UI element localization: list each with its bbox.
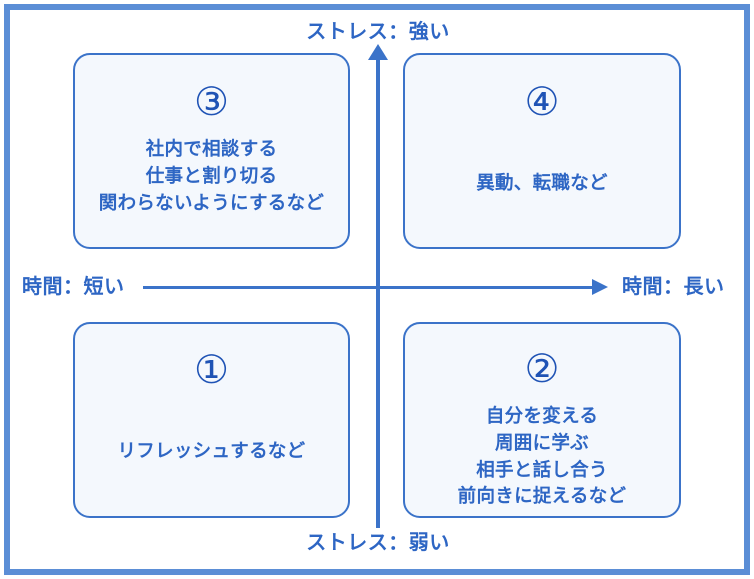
axis-label-time-long: 時間：長い bbox=[622, 276, 725, 298]
quadrant-text-2: 自分を変える 周囲に学ぶ 相手と話し合う 前向きに捉えるなど bbox=[457, 405, 627, 507]
quadrant-box-2: ② 自分を変える 周囲に学ぶ 相手と話し合う 前向きに捉えるなど bbox=[403, 322, 681, 518]
quadrant-number-1: ① bbox=[194, 348, 229, 393]
vertical-axis-line bbox=[376, 56, 380, 528]
horizontal-axis-arrow-icon bbox=[592, 279, 608, 295]
quadrant-number-2: ② bbox=[524, 347, 560, 392]
quadrant-number-4: ④ bbox=[524, 80, 560, 125]
quadrant-text-4: 異動、転職など bbox=[476, 172, 608, 193]
axis-label-stress-high: ストレス：強い bbox=[306, 21, 450, 43]
vertical-axis-arrow-icon bbox=[368, 44, 388, 60]
quadrant-box-1: ① リフレッシュするなど bbox=[73, 322, 350, 518]
axis-label-stress-low: ストレス：弱い bbox=[306, 532, 450, 554]
quadrant-number-3: ③ bbox=[194, 80, 229, 125]
quadrant-text-3: 社内で相談する 仕事と割り切る 関わらないようにするなど bbox=[98, 138, 325, 213]
axis-label-time-short: 時間：短い bbox=[22, 276, 125, 298]
quadrant-text-1: リフレッシュするなど bbox=[117, 440, 306, 461]
quadrant-box-4: ④ 異動、転職など bbox=[403, 53, 681, 249]
quadrant-box-3: ③ 社内で相談する 仕事と割り切る 関わらないようにするなど bbox=[73, 53, 350, 249]
horizontal-axis-line bbox=[143, 286, 599, 289]
